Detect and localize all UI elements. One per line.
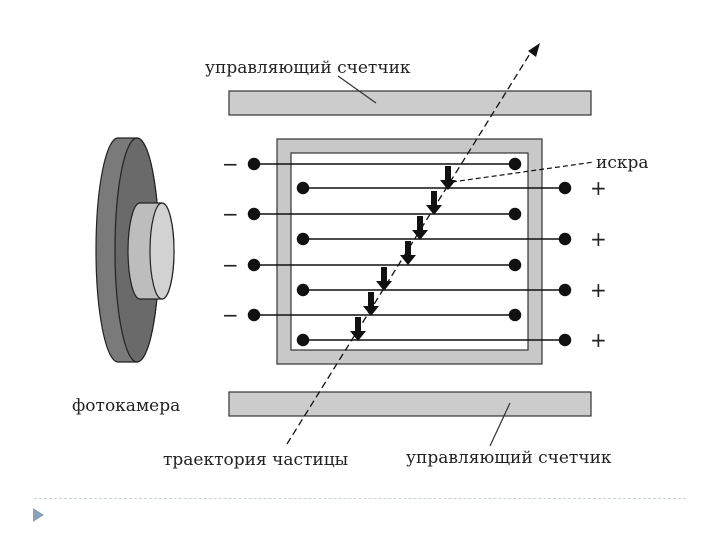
electrode-end-dot [508, 157, 522, 171]
spark-label: искра [596, 153, 649, 173]
positive-terminal-dot [558, 232, 572, 246]
bottom-counter-label: управляющий счетчик [406, 448, 612, 468]
negative-sign: − [222, 152, 239, 176]
positive-sign: + [590, 227, 607, 251]
negative-electrodes [247, 157, 522, 322]
spark-arrow-icon [440, 166, 456, 190]
positive-terminal-dot [558, 283, 572, 297]
spark-arrow-icon [426, 191, 442, 215]
slide-footer-divider [34, 498, 686, 499]
trajectory-arrowhead-icon [528, 43, 540, 57]
electrode-end-dot [296, 333, 310, 347]
top-counter-label: управляющий счетчик [205, 58, 411, 78]
bottom-counter-leader-line [489, 402, 511, 447]
electrode-end-dot [296, 283, 310, 297]
positive-electrodes [296, 181, 572, 347]
electrode-end-dot [296, 181, 310, 195]
electrode-end-dot [508, 308, 522, 322]
trajectory-label: траектория частицы [163, 450, 348, 470]
spark-arrow-icon [376, 267, 392, 291]
bottom-control-counter [228, 391, 592, 417]
electrode-end-dot [508, 207, 522, 221]
sparks [350, 166, 456, 341]
electrode-end-dot [508, 258, 522, 272]
spark-arrow-icon [350, 317, 366, 341]
positive-sign: + [590, 278, 607, 302]
positive-sign: + [590, 328, 607, 352]
camera-label: фотокамера [72, 396, 180, 416]
negative-terminal-dot [247, 157, 261, 171]
spark-arrow-icon [412, 216, 428, 240]
top-control-counter [228, 90, 592, 116]
negative-terminal-dot [247, 207, 261, 221]
top-counter-leader-line [337, 75, 377, 104]
positive-sign: + [590, 176, 607, 200]
positive-terminal-dot [558, 181, 572, 195]
negative-terminal-dot [247, 258, 261, 272]
spark-arrow-icon [363, 292, 379, 316]
negative-sign: − [222, 303, 239, 327]
spark-arrow-icon [400, 241, 416, 265]
camera-lens-face [149, 202, 175, 300]
slide-bullet-arrow-icon [33, 508, 44, 522]
negative-sign: − [222, 202, 239, 226]
negative-terminal-dot [247, 308, 261, 322]
photo-camera [95, 137, 175, 363]
electrode-end-dot [296, 232, 310, 246]
positive-terminal-dot [558, 333, 572, 347]
negative-sign: − [222, 253, 239, 277]
